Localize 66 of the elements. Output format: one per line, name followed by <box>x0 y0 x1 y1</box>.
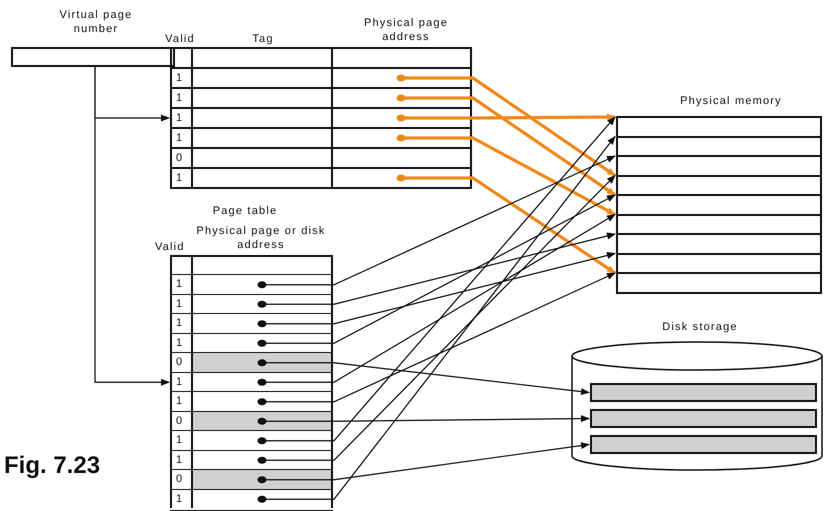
valid-bit: 1 <box>176 112 182 124</box>
arrow <box>258 214 616 386</box>
valid-bit: 0 <box>176 152 182 164</box>
memory-frame <box>616 214 822 233</box>
valid-bit: 1 <box>176 72 182 84</box>
table-row <box>170 391 333 410</box>
arrow <box>258 174 616 464</box>
table-row <box>170 430 333 450</box>
arrow <box>396 114 616 122</box>
arrow <box>396 94 616 196</box>
arrow <box>396 134 616 216</box>
field-label: Virtual page number <box>58 8 134 36</box>
disk-block <box>590 383 817 402</box>
valid-bit: 1 <box>176 454 182 466</box>
arrow <box>258 359 590 396</box>
disk-block <box>590 435 817 454</box>
disk-title: Disk storage <box>661 320 739 334</box>
valid-bit: 0 <box>176 473 182 486</box>
figure-label: Fig. 7.23 <box>4 452 100 480</box>
memory-frame <box>616 116 822 136</box>
arrow <box>258 194 616 347</box>
table-row <box>170 313 333 332</box>
valid-bit: 0 <box>176 356 182 368</box>
valid-bit: 1 <box>176 92 182 104</box>
table-row <box>170 87 472 107</box>
valid-bit: 1 <box>176 336 182 349</box>
column-header: Physical page address <box>362 16 450 44</box>
table-row <box>170 107 472 127</box>
memory-frame <box>616 194 822 214</box>
valid-bit: 0 <box>176 414 182 427</box>
table-title: Page table <box>212 204 278 218</box>
table-row <box>170 469 333 488</box>
table-row <box>170 352 333 372</box>
memory-frame <box>616 233 822 252</box>
arrow <box>258 232 616 308</box>
valid-bit: 1 <box>176 298 182 310</box>
memory-frame <box>616 252 822 272</box>
memory-frame <box>616 174 822 194</box>
arrow <box>258 116 616 444</box>
arrow <box>258 442 590 484</box>
table-row <box>170 67 472 87</box>
arrow <box>94 67 170 386</box>
column-header: Physical page or disk address <box>195 224 327 252</box>
column-header: Tag <box>251 32 275 46</box>
table-row <box>170 127 472 147</box>
valid-bit: 1 <box>176 492 182 505</box>
memory-frame <box>616 272 822 292</box>
column-header: Valid <box>155 240 186 254</box>
memory-frame <box>616 136 822 155</box>
table-row <box>170 147 472 167</box>
table-row <box>170 167 472 187</box>
arrow <box>258 155 616 288</box>
arrow <box>396 174 616 274</box>
arrow <box>258 136 616 503</box>
valid-bit: 1 <box>176 132 182 144</box>
arrow <box>258 415 590 425</box>
arrow <box>396 74 616 177</box>
table-row <box>170 274 333 294</box>
memory-title: Physical memory <box>679 94 783 108</box>
memory-frame <box>616 155 822 174</box>
arrow <box>258 272 616 406</box>
arrow <box>258 252 616 328</box>
valid-bit: 1 <box>176 172 182 184</box>
valid-bit: 1 <box>176 376 182 388</box>
disk-block <box>590 409 817 428</box>
column-header: Valid <box>164 32 196 46</box>
